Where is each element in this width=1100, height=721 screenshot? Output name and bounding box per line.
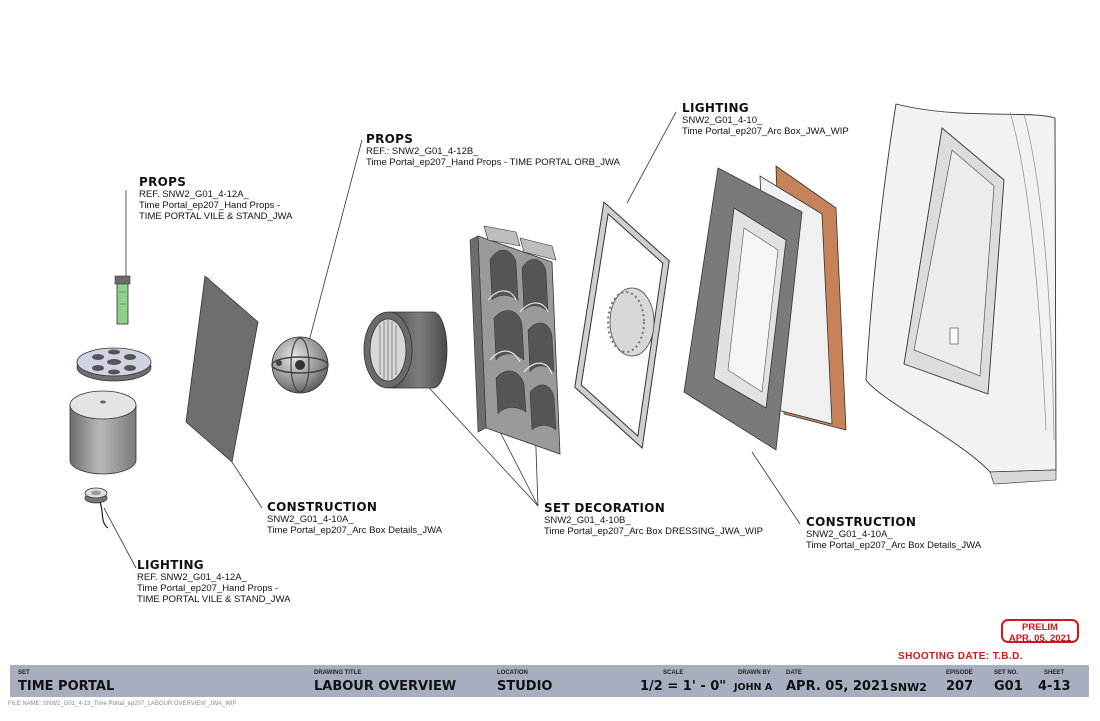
vial-part bbox=[114, 275, 131, 325]
set-decoration-lattice-part bbox=[469, 225, 561, 455]
callout-lighting-bottom: LIGHTING REF. SNW2_G01_4-12A_ Time Porta… bbox=[137, 558, 291, 606]
title-block: SET TIME PORTAL DRAWING TITLE LABOUR OVE… bbox=[10, 665, 1089, 697]
callout-line: SNW2_G01_4-10A_ bbox=[806, 529, 893, 540]
prelim-stamp: PRELIM APR. 05, 2021 bbox=[1001, 619, 1079, 644]
callout-set-decoration: SET DECORATION SNW2_G01_4-10B_ Time Port… bbox=[544, 501, 763, 538]
tb-date-value: APR. 05, 2021 bbox=[786, 679, 890, 694]
callout-line: TIME PORTAL VILE & STAND_JWA bbox=[139, 211, 293, 222]
tb-sheet-value: 4-13 bbox=[1038, 679, 1071, 694]
callout-props-vile: PROPS REF. SNW2_G01_4-12A_ Time Portal_e… bbox=[139, 175, 293, 223]
callout-heading: LIGHTING bbox=[137, 558, 204, 572]
callout-line: SNW2_G01_4-10A_ bbox=[267, 514, 354, 525]
shooting-date: SHOOTING DATE: T.B.D. bbox=[898, 651, 1023, 662]
tb-drawing-title-label: DRAWING TITLE bbox=[314, 670, 362, 676]
stand-base-cylinder bbox=[69, 390, 137, 475]
tb-set-no-label: SET NO. bbox=[994, 670, 1019, 676]
callout-heading: PROPS bbox=[139, 175, 187, 189]
tb-date-label: DATE bbox=[786, 670, 802, 676]
orb-part bbox=[271, 336, 329, 394]
callout-line: REF. SNW2_G01_4-12A_ bbox=[139, 189, 249, 200]
callout-line: Time Portal_ep207_Arc Box_JWA_WIP bbox=[682, 126, 849, 137]
callout-line: REF. SNW2_G01_4-12A_ bbox=[137, 572, 247, 583]
callout-line: SNW2_G01_4-10_ bbox=[682, 115, 763, 126]
callout-props-orb: PROPS REF.: SNW2_G01_4-12B_ Time Portal_… bbox=[366, 132, 620, 169]
callout-line: Time Portal_ep207_Hand Props - TIME PORT… bbox=[366, 157, 620, 168]
tb-drawn-by-label: DRAWN BY bbox=[738, 670, 771, 676]
callout-line: SNW2_G01_4-10B_ bbox=[544, 515, 631, 526]
tb-location-value: STUDIO bbox=[497, 679, 553, 694]
callout-line: REF.: SNW2_G01_4-12B_ bbox=[366, 146, 479, 157]
callout-line: TIME PORTAL VILE & STAND_JWA bbox=[137, 594, 291, 605]
callout-heading: CONSTRUCTION bbox=[806, 515, 917, 529]
tb-set-no-value: G01 bbox=[994, 679, 1023, 694]
drum-part bbox=[363, 311, 448, 389]
tb-sheet-label: SHEET bbox=[1044, 670, 1065, 676]
stand-disc-part bbox=[76, 347, 152, 382]
lighting-frame-part bbox=[574, 201, 670, 449]
stamp-line-1: PRELIM bbox=[1022, 622, 1058, 633]
file-name: FILE NAME: SNW2_G01_4-13_Time Portal_ep2… bbox=[8, 701, 237, 707]
callout-heading: SET DECORATION bbox=[544, 501, 666, 515]
stamp-line-2: APR. 05, 2021 bbox=[1008, 633, 1072, 644]
callout-construction-right: CONSTRUCTION SNW2_G01_4-10A_ Time Portal… bbox=[806, 515, 982, 552]
callout-line: Time Portal_ep207_Hand Props - bbox=[137, 583, 279, 594]
callout-line: Time Portal_ep207_Arc Box Details_JWA bbox=[267, 525, 443, 536]
tb-episode-label: EPISODE bbox=[946, 670, 973, 676]
tb-scale-value: 1/2 = 1' - 0" bbox=[640, 679, 727, 694]
callout-construction-left: CONSTRUCTION SNW2_G01_4-10A_ Time Portal… bbox=[267, 500, 443, 537]
construction-box-part bbox=[683, 165, 847, 451]
tb-set-value: TIME PORTAL bbox=[18, 679, 115, 694]
callout-line: Time Portal_ep207_Arc Box DRESSING_JWA_W… bbox=[544, 526, 763, 537]
tb-drawing-title-value: LABOUR OVERVIEW bbox=[314, 679, 457, 694]
tb-show-value: SNW2 bbox=[890, 681, 927, 694]
tb-drawn-by-value: JOHN A bbox=[734, 682, 773, 693]
callout-line: Time Portal_ep207_Arc Box Details_JWA bbox=[806, 540, 982, 551]
light-puck-part bbox=[84, 487, 109, 529]
callout-heading: PROPS bbox=[366, 132, 414, 146]
tb-location-label: LOCATION bbox=[497, 670, 528, 676]
back-panel-part bbox=[185, 275, 259, 463]
callout-lighting-top: LIGHTING SNW2_G01_4-10_ Time Portal_ep20… bbox=[682, 101, 849, 138]
tb-episode-value: 207 bbox=[946, 679, 974, 694]
tb-scale-label: SCALE bbox=[663, 670, 684, 676]
callout-heading: CONSTRUCTION bbox=[267, 500, 378, 514]
tb-set-label: SET bbox=[18, 670, 30, 676]
arc-wall-part bbox=[865, 103, 1057, 485]
callout-line: Time Portal_ep207_Hand Props - bbox=[139, 200, 281, 211]
callout-heading: LIGHTING bbox=[682, 101, 749, 115]
